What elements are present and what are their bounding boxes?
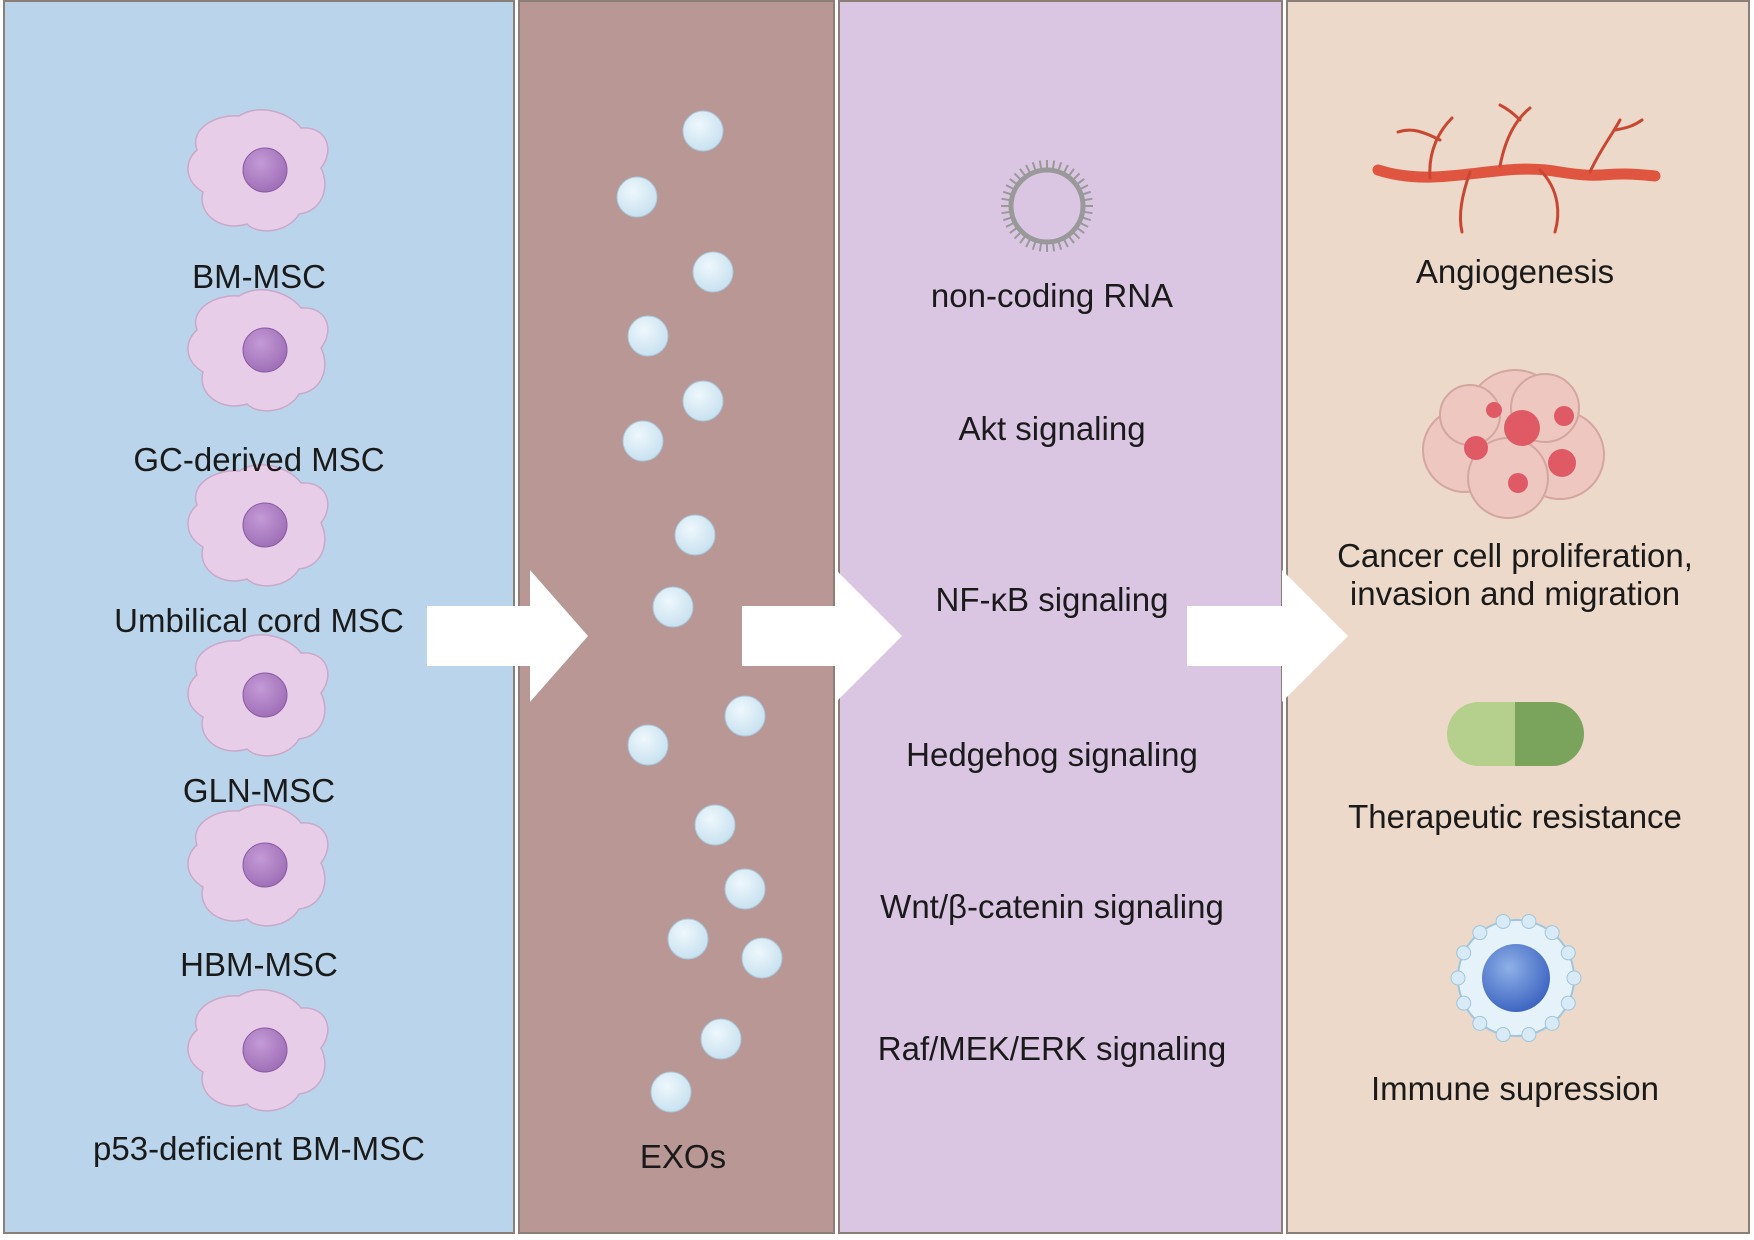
source-label-hbm-msc: HBM-MSC [180,946,338,983]
capsule-icon [1447,701,1584,767]
msc-cell-icon [187,634,329,757]
msc-cell-icon [187,464,329,587]
signaling-label-non-coding-rna: non-coding RNA [930,277,1174,314]
outcome-label-immune-supression: Immune supression [1371,1070,1659,1107]
exosome-vesicle-icon [682,110,724,152]
signaling-label-nf-kb: NF-κB signaling [935,581,1169,618]
msc-cell-icon [187,989,329,1112]
exosome-vesicle-icon [616,176,658,218]
flow-arrow-icon [427,570,588,702]
signaling-label-akt: Akt signaling [958,410,1146,447]
msc-cell-icon [187,109,329,232]
msc-cell-icon [187,804,329,927]
exosome-vesicle-icon [622,420,664,462]
exosome-vesicle-icon [741,937,783,979]
outcome-label-angiogenesis: Angiogenesis [1415,253,1615,290]
outcome-label-cancer-cell-proliferation: Cancer cell proliferation, invasion and … [1337,537,1693,612]
signaling-label-raf-mek-erk: Raf/MEK/ERK signaling [877,1030,1227,1067]
outcome-label-therapeutic-resistance: Therapeutic resistance [1348,798,1682,835]
blood-vessel-icon [1372,103,1661,234]
exosome-vesicle-icon [667,918,709,960]
exosome-vesicle-icon [674,514,716,556]
exosome-vesicle-icon [627,724,669,766]
flow-arrow-icon [1187,570,1348,702]
signaling-label-wnt-beta-catenin: Wnt/β-catenin signaling [880,888,1224,925]
exosome-vesicle-icon [724,695,766,737]
non-coding-rna-vesicle-icon [1001,160,1093,252]
source-label-bm-msc: BM-MSC [192,258,326,295]
exosome-vesicle-icon [700,1018,742,1060]
exosome-vesicle-icon [692,251,734,293]
exosome-vesicle-icon [650,1071,692,1113]
exosome-vesicle-icon [694,804,736,846]
exosome-vesicle-icon [652,586,694,628]
signaling-label-hedgehog: Hedgehog signaling [906,736,1198,773]
source-label-umbilical-cord-msc: Umbilical cord MSC [114,602,404,639]
source-label-gln-msc: GLN-MSC [182,772,336,809]
exos-label: EXOs [639,1138,727,1175]
source-label-gc-derived-msc: GC-derived MSC [133,441,385,478]
exosome-vesicle-icon [627,315,669,357]
cancer-cell-cluster-icon [1422,369,1605,519]
immune-cell-icon [1450,913,1582,1043]
exosome-vesicle-icon [682,380,724,422]
msc-cell-icon [187,289,329,412]
exosome-vesicle-icon [724,868,766,910]
flow-arrow-icon [742,570,902,702]
source-label-p53-deficient-bm-msc: p53-deficient BM-MSC [93,1130,425,1167]
